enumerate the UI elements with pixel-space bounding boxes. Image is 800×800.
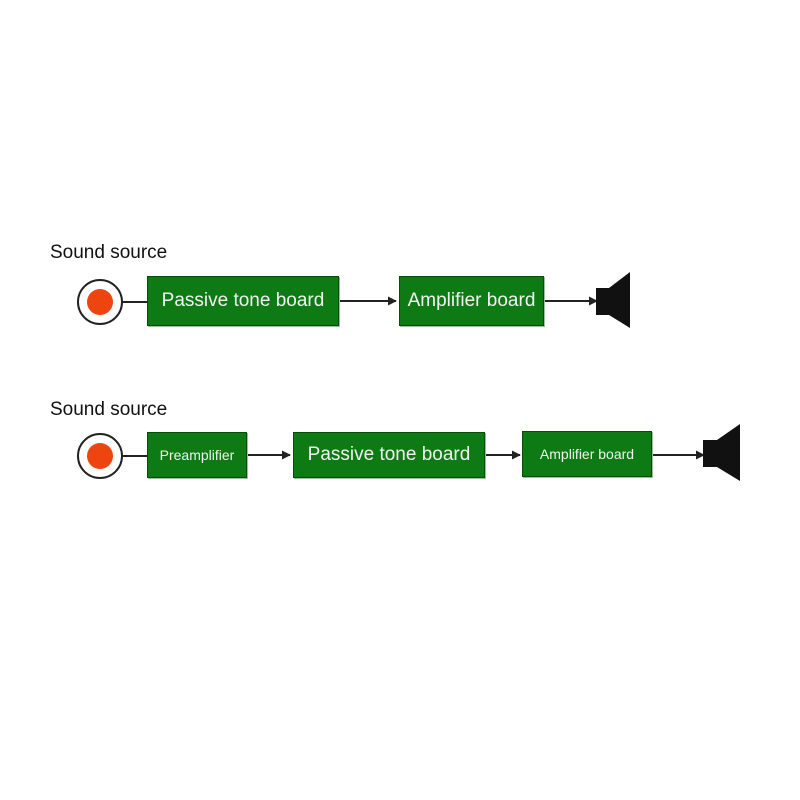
passive-tone-board-block: Passive tone board (293, 432, 485, 478)
preamplifier-block: Preamplifier (147, 432, 247, 478)
sound-source-icon (77, 279, 123, 325)
speaker-icon (703, 424, 740, 481)
amplifier-board-block: Amplifier board (522, 431, 652, 477)
sound-source-icon (77, 433, 123, 479)
passive-tone-board-block: Passive tone board (147, 276, 339, 326)
sound-source-label: Sound source (50, 242, 168, 263)
sound-source-label: Sound source (50, 399, 168, 420)
speaker-icon (596, 272, 630, 328)
amplifier-board-block: Amplifier board (399, 276, 544, 326)
